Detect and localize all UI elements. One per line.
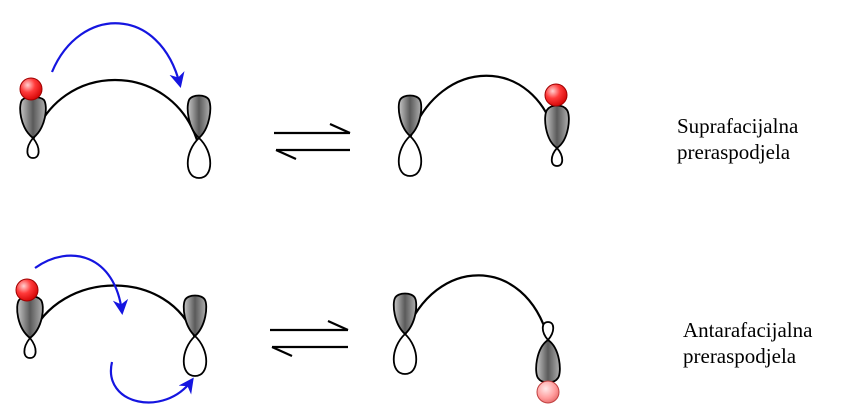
reactant-structure-supra: [19, 22, 212, 179]
antarafacial-label-line-1: Antarafacijalna: [683, 318, 813, 342]
suprafacial-label: Suprafacijalna preraspodjela: [677, 113, 798, 165]
p-orbital-icon: [544, 104, 570, 167]
p-orbital-icon: [535, 321, 561, 384]
p-orbital-icon: [186, 94, 212, 179]
equilibrium-arrows-icon: [274, 122, 351, 161]
curved-arrow-icon: [109, 361, 194, 404]
p-orbital-icon: [397, 94, 423, 177]
p-orbital-icon: [19, 96, 47, 159]
row-antarafacial: [15, 254, 561, 404]
p-orbital-icon: [16, 295, 44, 359]
sigma-framework-arc: [28, 284, 197, 339]
suprafacial-label-line-2: preraspodjela: [677, 140, 791, 164]
sigma-framework-arc: [403, 274, 550, 339]
row-suprafacial: [19, 22, 570, 179]
p-orbital-icon: [392, 292, 418, 375]
migrating-atom-icon: [15, 278, 39, 302]
product-structure-supra: [397, 74, 570, 177]
curved-arrow-icon: [50, 22, 185, 88]
migrating-atom-icon: [544, 83, 568, 107]
reactant-structure-antara: [15, 254, 208, 404]
migrating-atom-icon: [19, 77, 43, 101]
antarafacial-label-line-2: preraspodjela: [683, 344, 797, 368]
curved-arrow-icon: [34, 254, 129, 316]
sigma-framework-arc: [31, 79, 199, 141]
suprafacial-label-line-1: Suprafacijalna: [677, 114, 799, 138]
equilibrium-arrows-icon: [270, 319, 349, 358]
migrating-atom-icon: [536, 380, 560, 404]
product-structure-antara: [392, 274, 561, 404]
p-orbital-icon: [182, 294, 208, 377]
sigma-framework-arc: [408, 74, 558, 139]
antarafacial-label: Antarafacijalna preraspodjela: [683, 317, 812, 369]
